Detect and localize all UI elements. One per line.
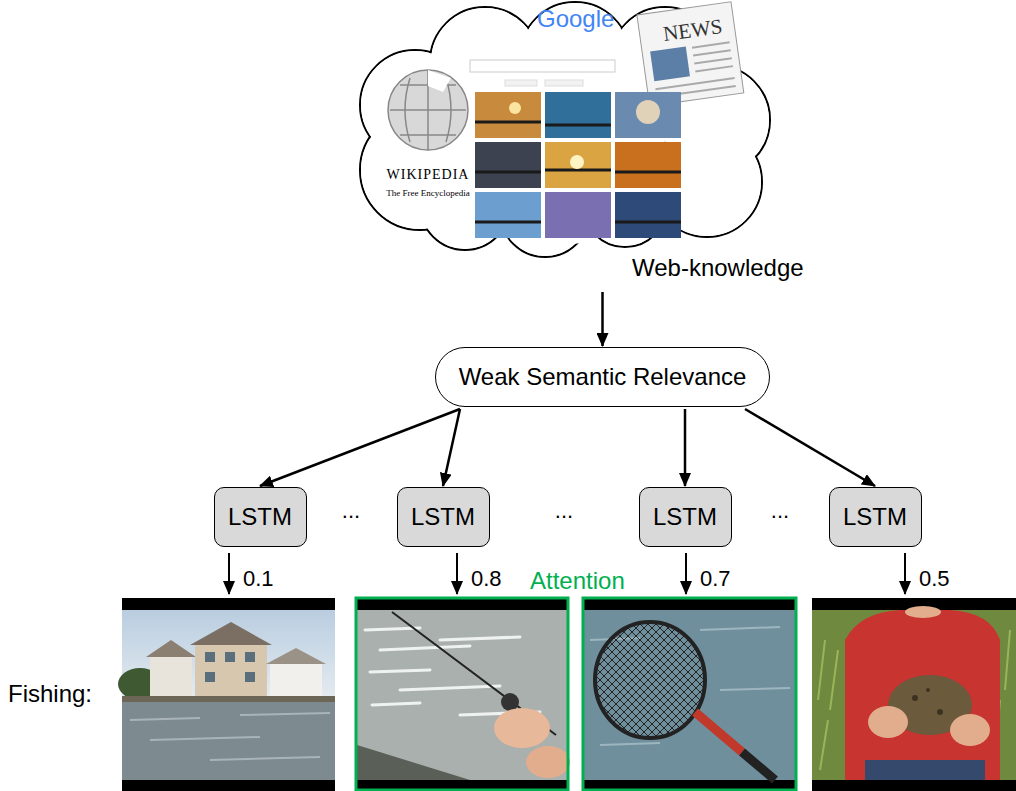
box-label: Weak Semantic Relevance <box>459 363 747 391</box>
lstm-cell: LSTM <box>397 487 490 547</box>
ellipsis: ... <box>555 498 573 523</box>
video-frame <box>118 598 335 791</box>
attention-highlight <box>583 598 796 790</box>
web-knowledge-cloud: WIKIPEDIAThe Free EncyclopediaGoogleNEWS… <box>345 0 775 290</box>
attention-label-holder: Attention <box>530 567 625 595</box>
video-frame <box>812 598 1016 791</box>
lstm-cell: LSTM <box>639 487 732 547</box>
box-label: LSTM <box>228 503 292 531</box>
flow-arrow <box>260 409 460 486</box>
logo-subtitle: The Free Encyclopedia <box>386 188 469 198</box>
lstm-cell: LSTM <box>829 487 922 547</box>
class-label-holder: Fishing: <box>8 680 92 708</box>
attention-weight: 0.8 <box>471 566 502 591</box>
ellipsis: ... <box>771 498 789 523</box>
ellipsis: ... <box>342 498 360 523</box>
box-label: LSTM <box>843 503 907 531</box>
video-frame <box>357 598 570 791</box>
ellipsis-holder: ... <box>321 498 381 524</box>
attention-weight-holder: 0.1 <box>243 566 274 592</box>
attention-highlight <box>356 598 568 790</box>
flow-arrow <box>745 409 875 486</box>
lstm-cell: LSTM <box>214 487 307 547</box>
source-label: Web-knowledge <box>632 254 804 281</box>
source-label-holder: Web-knowledge <box>632 254 804 282</box>
logo-text-holder: WIKIPEDIA <box>368 165 488 183</box>
attention-label: Attention <box>530 567 625 594</box>
flow-arrow <box>443 409 460 486</box>
video-frame <box>584 598 795 791</box>
flow-arrow <box>684 409 687 486</box>
attention-weight-holder: 0.8 <box>471 566 502 592</box>
process-box: Weak Semantic Relevance <box>435 347 770 407</box>
attention-weight: 0.5 <box>919 566 950 591</box>
attention-weight: 0.1 <box>243 566 274 591</box>
logo-text: WIKIPEDIA <box>387 167 470 182</box>
logo-text: Google <box>537 5 614 32</box>
attention-weight-holder: 0.7 <box>700 566 731 592</box>
class-label: Fishing: <box>8 680 92 707</box>
logo-text-holder: Google <box>537 5 614 33</box>
ellipsis-holder: ... <box>750 498 810 524</box>
attention-weight-holder: 0.5 <box>919 566 950 592</box>
ellipsis-holder: ... <box>534 498 594 524</box>
box-label: LSTM <box>411 503 475 531</box>
logo-subtitle-holder: The Free Encyclopedia <box>368 182 488 200</box>
attention-weight: 0.7 <box>700 566 731 591</box>
output-arrows <box>229 553 905 594</box>
box-label: LSTM <box>653 503 717 531</box>
flow-arrow <box>601 292 604 346</box>
cloud-outline <box>345 0 775 290</box>
